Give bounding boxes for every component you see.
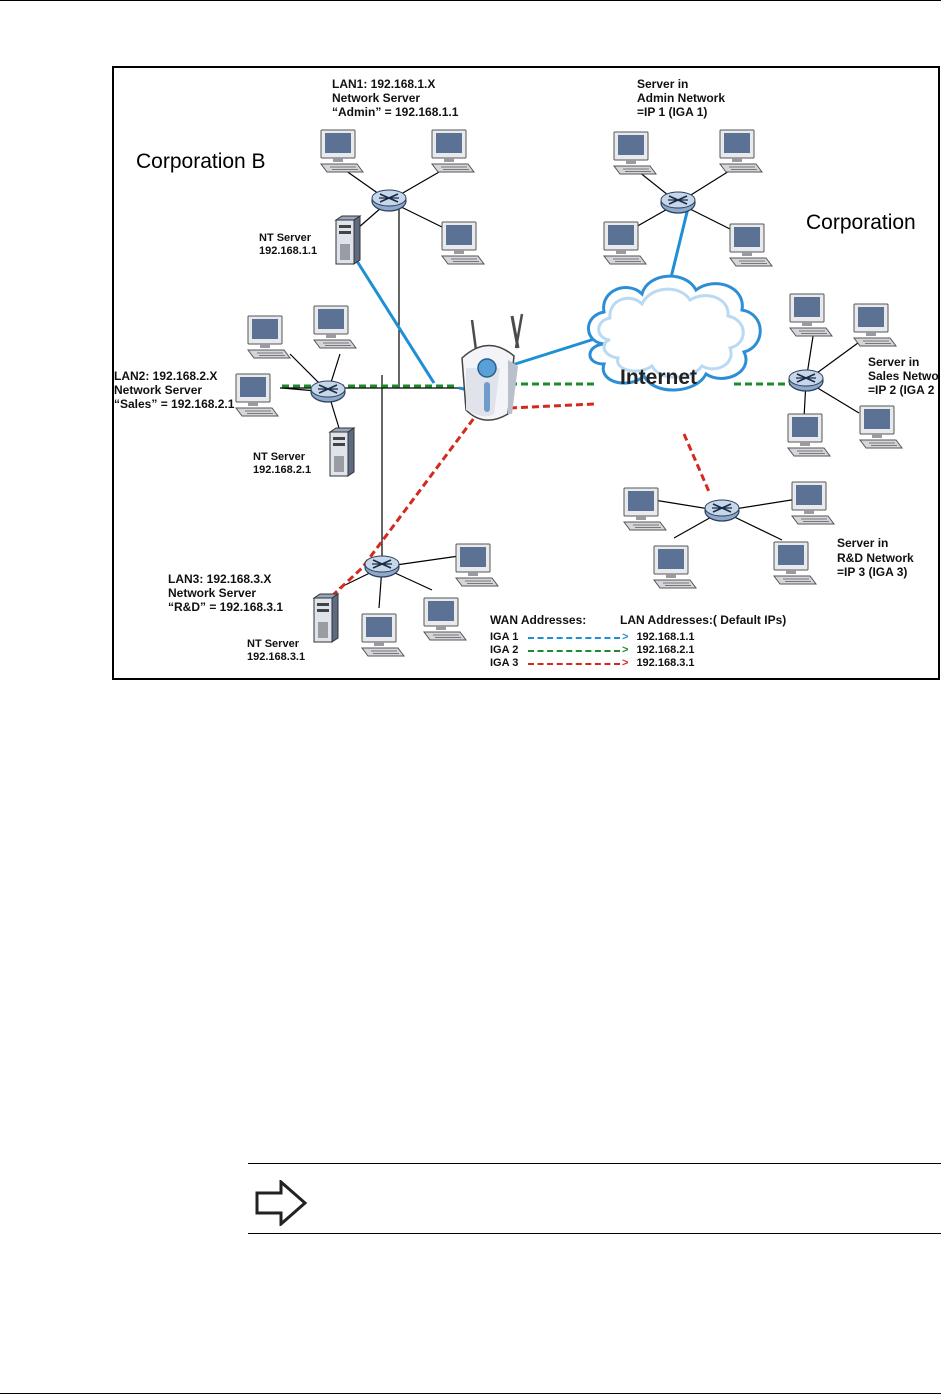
legend-wan-iga2: IGA 2 bbox=[490, 644, 519, 656]
lan1-hub-icon bbox=[371, 189, 407, 212]
legend-arrow-blue-icon: > bbox=[622, 631, 629, 643]
lan1-line1: LAN1: 192.168.1.X bbox=[332, 77, 436, 91]
legend-dash-green bbox=[528, 650, 620, 652]
gateway-device-icon bbox=[461, 313, 524, 421]
computer-icon bbox=[853, 303, 897, 347]
rd-hub-icon bbox=[704, 499, 740, 522]
sales-server-line3: =IP 2 (IGA 2 bbox=[868, 383, 935, 397]
computer-icon bbox=[613, 131, 657, 175]
computer-icon bbox=[313, 305, 357, 349]
nt2-line1: NT Server bbox=[253, 451, 305, 463]
legend-dash-blue bbox=[528, 637, 620, 639]
page-top-rule bbox=[0, 0, 941, 1]
internet-label: Internet bbox=[620, 366, 698, 389]
computer-icon bbox=[235, 373, 279, 417]
computer-icon bbox=[789, 293, 833, 337]
legend-lan-iga1: 192.168.1.1 bbox=[636, 631, 695, 643]
nt1-line2: 192.168.1.1 bbox=[259, 245, 318, 257]
page-bottom-rule bbox=[0, 1393, 941, 1394]
rd-server-line2: R&D Network bbox=[837, 551, 914, 565]
note-top-rule bbox=[248, 1163, 941, 1164]
lan1-line3: “Admin” = 192.168.1.1 bbox=[332, 105, 459, 119]
computer-icon bbox=[361, 613, 405, 657]
nt3-line1: NT Server bbox=[247, 638, 299, 650]
nt2-line2: 192.168.2.1 bbox=[253, 464, 312, 476]
rd-server-line3: =IP 3 (IGA 3) bbox=[837, 565, 908, 579]
lan2-line1: LAN2: 192.168.2.X bbox=[114, 369, 218, 383]
lan3-line1: LAN3: 192.168.3.X bbox=[168, 572, 272, 586]
note-arrow-icon bbox=[255, 1180, 307, 1226]
computer-icon bbox=[859, 405, 903, 449]
computer-icon bbox=[729, 223, 773, 267]
computer-icon bbox=[320, 129, 364, 173]
corporation-b-label: Corporation B bbox=[136, 150, 266, 173]
computer-icon bbox=[791, 481, 835, 525]
admin-hub-icon bbox=[660, 191, 696, 214]
nt3-line2: 192.168.3.1 bbox=[247, 651, 306, 663]
sales-hub-icon bbox=[788, 369, 824, 392]
rd-server-line1: Server in bbox=[837, 536, 889, 550]
legend-lan-iga2: 192.168.2.1 bbox=[636, 644, 695, 656]
lan1-line2: Network Server bbox=[332, 91, 421, 105]
note-bottom-rule bbox=[248, 1233, 941, 1234]
corporation-a-label: Corporation bbox=[806, 211, 916, 234]
admin-server-line2: Admin Network bbox=[637, 91, 726, 105]
nt-server-3-icon bbox=[313, 593, 339, 643]
computer-icon bbox=[441, 221, 485, 265]
computer-icon bbox=[455, 543, 499, 587]
admin-server-line3: =IP 1 (IGA 1) bbox=[637, 105, 708, 119]
lan3-line3: “R&D” = 192.168.3.1 bbox=[168, 600, 284, 614]
lan3-line2: Network Server bbox=[168, 586, 257, 600]
lan2-hub-icon bbox=[310, 380, 346, 403]
computer-icon bbox=[603, 221, 647, 265]
sales-server-line2: Sales Netwo bbox=[868, 369, 939, 383]
legend-dash-red bbox=[528, 663, 620, 665]
lan2-line2: Network Server bbox=[114, 383, 203, 397]
computer-icon bbox=[719, 129, 763, 173]
legend-row-iga3: IGA 3 > 192.168.3.1 bbox=[490, 657, 695, 669]
legend-arrow-green-icon: > bbox=[622, 644, 629, 656]
computer-icon bbox=[653, 545, 697, 589]
legend-arrow-red-icon: > bbox=[622, 657, 629, 669]
legend-wan-iga1: IGA 1 bbox=[490, 631, 519, 643]
computer-icon bbox=[247, 315, 291, 359]
sales-server-line1: Server in bbox=[868, 355, 920, 369]
legend-row-iga1: IGA 1 > 192.168.1.1 bbox=[490, 631, 695, 643]
network-diagram bbox=[235, 129, 903, 657]
computer-icon bbox=[787, 413, 831, 457]
legend-lan-header: LAN Addresses:( Default IPs) bbox=[620, 613, 787, 627]
nt1-line1: NT Server bbox=[259, 232, 311, 244]
network-diagram-figure: Corporation B Corporation Internet LAN1:… bbox=[112, 66, 940, 680]
internet-cloud-icon bbox=[587, 274, 762, 392]
legend-wan-iga3: IGA 3 bbox=[490, 657, 519, 669]
legend-lan-iga3: 192.168.3.1 bbox=[636, 657, 695, 669]
computer-icon bbox=[423, 597, 467, 641]
nt-server-2-icon bbox=[329, 427, 355, 477]
lan3-hub-icon bbox=[364, 555, 400, 578]
legend-row-iga2: IGA 2 > 192.168.2.1 bbox=[490, 644, 695, 656]
computer-icon bbox=[431, 129, 475, 173]
lan2-line3: “Sales” = 192.168.2.1 bbox=[114, 397, 235, 411]
computer-icon bbox=[773, 541, 817, 585]
computer-icon bbox=[623, 487, 667, 531]
legend-wan-header: WAN Addresses: bbox=[490, 613, 587, 627]
admin-server-line1: Server in bbox=[637, 77, 689, 91]
nt-server-1-icon bbox=[335, 215, 361, 265]
